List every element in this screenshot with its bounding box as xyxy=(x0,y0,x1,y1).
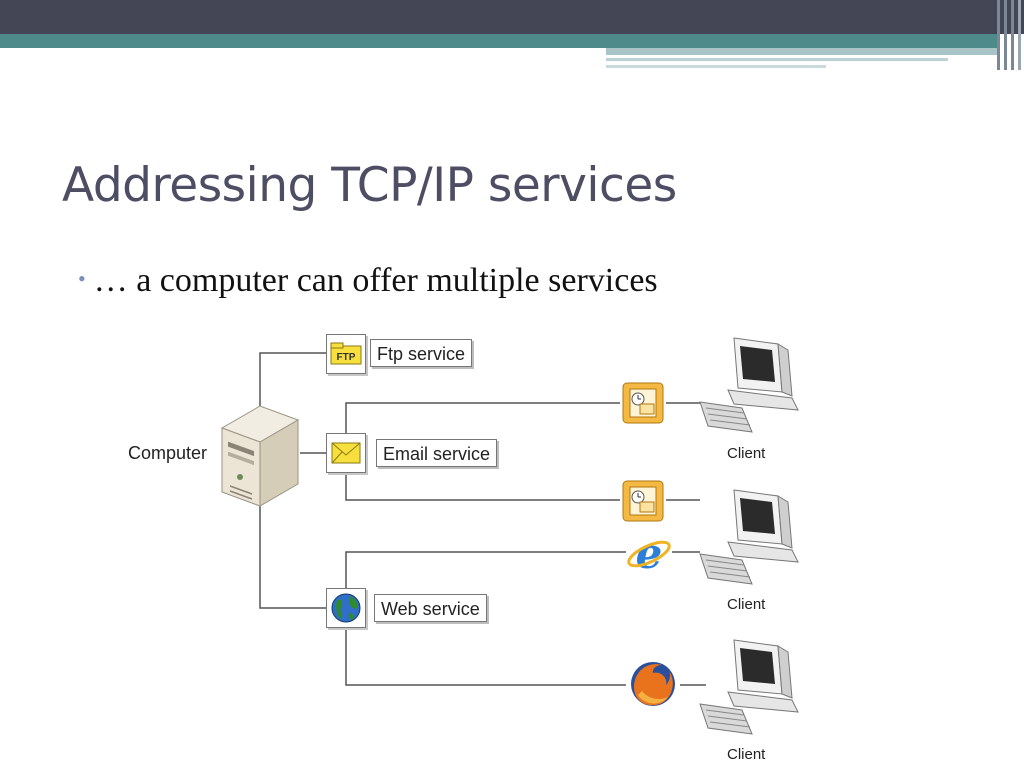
computer-label: Computer xyxy=(128,443,208,463)
ftp-folder-icon: FTP xyxy=(330,342,362,365)
svg-text:FTP: FTP xyxy=(337,352,356,363)
header-edge-stripes xyxy=(995,0,1024,70)
web-service-icon-box xyxy=(326,588,366,628)
internet-explorer-icon: e xyxy=(627,529,671,578)
header-bar xyxy=(0,0,1024,34)
ftp-service-icon-box: FTP xyxy=(326,334,366,374)
header-accent-band xyxy=(0,34,1000,48)
envelope-icon xyxy=(331,442,361,464)
client-label: Client xyxy=(727,445,766,462)
outlook-icon xyxy=(622,480,664,522)
header-accent-band-light xyxy=(606,48,1000,55)
header-accent-line xyxy=(606,58,948,61)
client-computer-icon xyxy=(699,337,799,433)
globe-icon xyxy=(331,593,361,623)
outlook-icon xyxy=(622,382,664,424)
client-label: Client xyxy=(727,746,766,763)
email-service-icon-box xyxy=(326,433,366,473)
bullet-text: … a computer can offer multiple services xyxy=(93,262,658,299)
email-service-label: Email service xyxy=(376,439,498,467)
client-label: Client xyxy=(727,596,766,613)
bullet-item: • … a computer can offer multiple service… xyxy=(78,262,658,300)
client-computer-icon xyxy=(699,639,799,735)
header-accent-line xyxy=(606,65,826,68)
bullet-dot: • xyxy=(78,266,86,291)
firefox-icon xyxy=(631,662,675,706)
server-tower-icon xyxy=(220,405,300,507)
web-service-label: Web service xyxy=(374,594,487,622)
client-computer-icon xyxy=(699,489,799,585)
ftp-service-label: Ftp service xyxy=(370,339,473,367)
svg-text:e: e xyxy=(636,529,663,578)
slide-title: Addressing TCP/IP services xyxy=(62,158,677,213)
